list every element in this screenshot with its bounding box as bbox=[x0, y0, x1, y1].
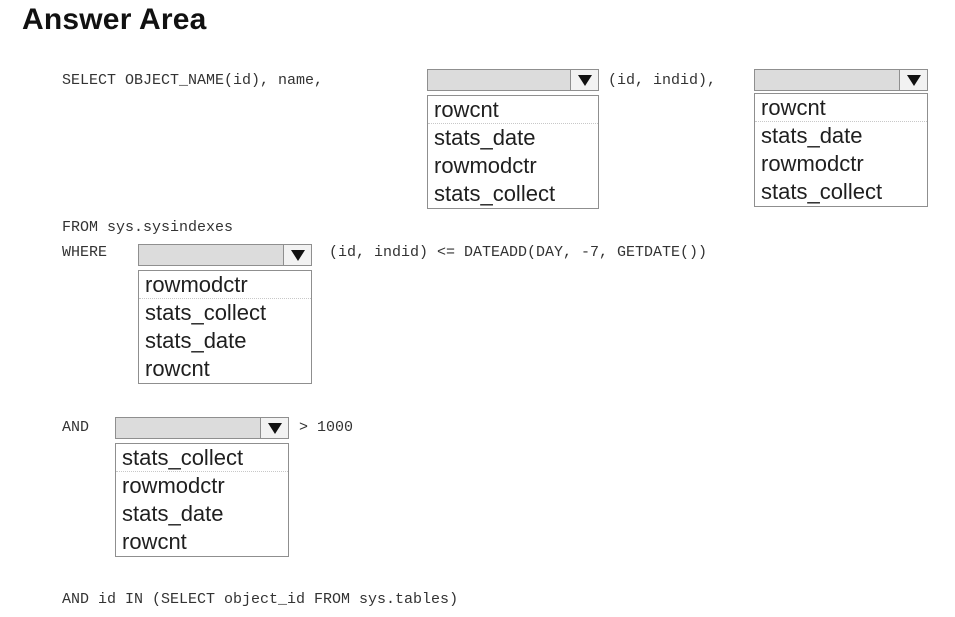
code-where-keyword: WHERE bbox=[62, 244, 108, 261]
dropdown-3-option[interactable]: stats_date bbox=[145, 328, 247, 353]
dropdown-1-option[interactable]: rowcnt bbox=[428, 96, 598, 124]
dropdown-4-list: stats_collect rowmodctr stats_date rowcn… bbox=[115, 443, 289, 557]
code-select-clause: SELECT OBJECT_NAME(id), name, bbox=[62, 72, 324, 89]
dropdown-4-option[interactable]: rowcnt bbox=[122, 529, 187, 554]
dropdown-4-toggle[interactable] bbox=[260, 418, 288, 438]
dropdown-2-option[interactable]: rowmodctr bbox=[761, 151, 864, 176]
dropdown-1-option[interactable]: stats_date bbox=[434, 125, 536, 150]
dropdown-2-list: rowcnt stats_date rowmodctr stats_collec… bbox=[754, 93, 928, 207]
code-last-line: AND id IN (SELECT object_id FROM sys.tab… bbox=[62, 591, 459, 608]
dropdown-2-toggle[interactable] bbox=[899, 70, 927, 90]
dropdown-1-toggle[interactable] bbox=[570, 70, 598, 90]
dropdown-2-option[interactable]: stats_collect bbox=[761, 179, 883, 204]
page-title: Answer Area bbox=[22, 3, 207, 36]
dropdown-2-header[interactable] bbox=[754, 69, 928, 91]
dropdown-2-option[interactable]: stats_date bbox=[761, 123, 863, 148]
dropdown-1-option[interactable]: rowmodctr bbox=[434, 153, 537, 178]
code-id-indid: (id, indid), bbox=[608, 72, 717, 89]
dropdown-3-option[interactable]: rowmodctr bbox=[139, 271, 311, 299]
code-where-condition: (id, indid) <= DATEADD(DAY, -7, GETDATE(… bbox=[329, 244, 708, 261]
dropdown-3-list: rowmodctr stats_collect stats_date rowcn… bbox=[138, 270, 312, 384]
dropdown-1-list: rowcnt stats_date rowmodctr stats_collec… bbox=[427, 95, 599, 209]
dropdown-3-option[interactable]: stats_collect bbox=[145, 300, 267, 325]
dropdown-4-header[interactable] bbox=[115, 417, 289, 439]
triangle-down-icon bbox=[267, 422, 282, 434]
code-and-condition: > 1000 bbox=[299, 419, 354, 436]
dropdown-4-option[interactable]: rowmodctr bbox=[122, 473, 225, 498]
triangle-down-icon bbox=[906, 74, 921, 86]
code-and-keyword: AND bbox=[62, 419, 90, 436]
dropdown-4-option[interactable]: stats_date bbox=[122, 501, 224, 526]
dropdown-3-header[interactable] bbox=[138, 244, 312, 266]
dropdown-2-option[interactable]: rowcnt bbox=[755, 94, 927, 122]
dropdown-1-option[interactable]: stats_collect bbox=[434, 181, 556, 206]
code-from-clause: FROM sys.sysindexes bbox=[62, 219, 234, 236]
dropdown-4-option[interactable]: stats_collect bbox=[116, 444, 288, 472]
dropdown-1-header[interactable] bbox=[427, 69, 599, 91]
triangle-down-icon bbox=[290, 249, 305, 261]
triangle-down-icon bbox=[577, 74, 592, 86]
dropdown-3-toggle[interactable] bbox=[283, 245, 311, 265]
dropdown-3-option[interactable]: rowcnt bbox=[145, 356, 210, 381]
